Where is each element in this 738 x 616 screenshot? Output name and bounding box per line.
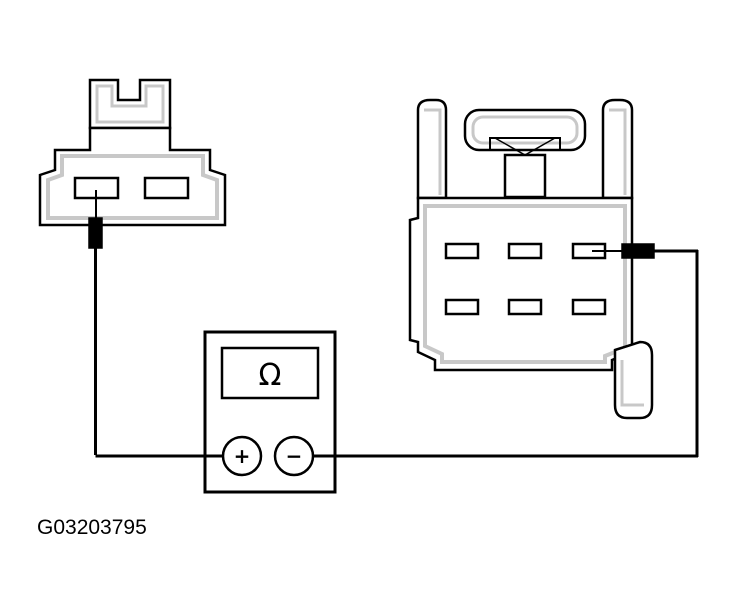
positive-terminal: [221, 435, 263, 477]
probe-left: [88, 217, 103, 249]
pin-cavity-r1c2: [507, 242, 543, 260]
pin-cavity-r1c1: [444, 242, 480, 260]
connector-latch-shade: [95, 84, 165, 124]
side-latch-shade: [620, 360, 644, 407]
two-pin-connector: [38, 78, 227, 455]
pin-cavity-r2c3: [571, 298, 607, 316]
pin-cavity-r2c1: [444, 298, 480, 316]
pin-cavity-r2c2: [507, 298, 543, 316]
latch-neck: [503, 153, 547, 199]
ohmmeter: Ω + −: [95, 330, 698, 494]
top-latch-shade: [471, 115, 579, 145]
pin-cavity-2: [143, 176, 190, 200]
connector-body-shade: [46, 154, 219, 220]
positive-sign: +: [234, 444, 251, 468]
left-post-shade: [424, 108, 442, 195]
negative-sign: −: [286, 444, 303, 468]
ohm-symbol: Ω: [259, 358, 282, 393]
probe-right: [621, 243, 655, 259]
latch-ramp: [489, 137, 561, 150]
connector-body: [38, 126, 227, 227]
connector-right-post: [601, 98, 634, 200]
figure-id: G03203795: [37, 516, 147, 539]
six-pin-connector: [408, 98, 699, 457]
connector-main-body: [408, 196, 634, 372]
connector-side-latch: [613, 340, 654, 420]
connector-left-post: [416, 98, 448, 200]
connector-top-latch: [463, 108, 587, 152]
right-post-shade: [609, 108, 627, 195]
meter-display: [220, 346, 320, 400]
